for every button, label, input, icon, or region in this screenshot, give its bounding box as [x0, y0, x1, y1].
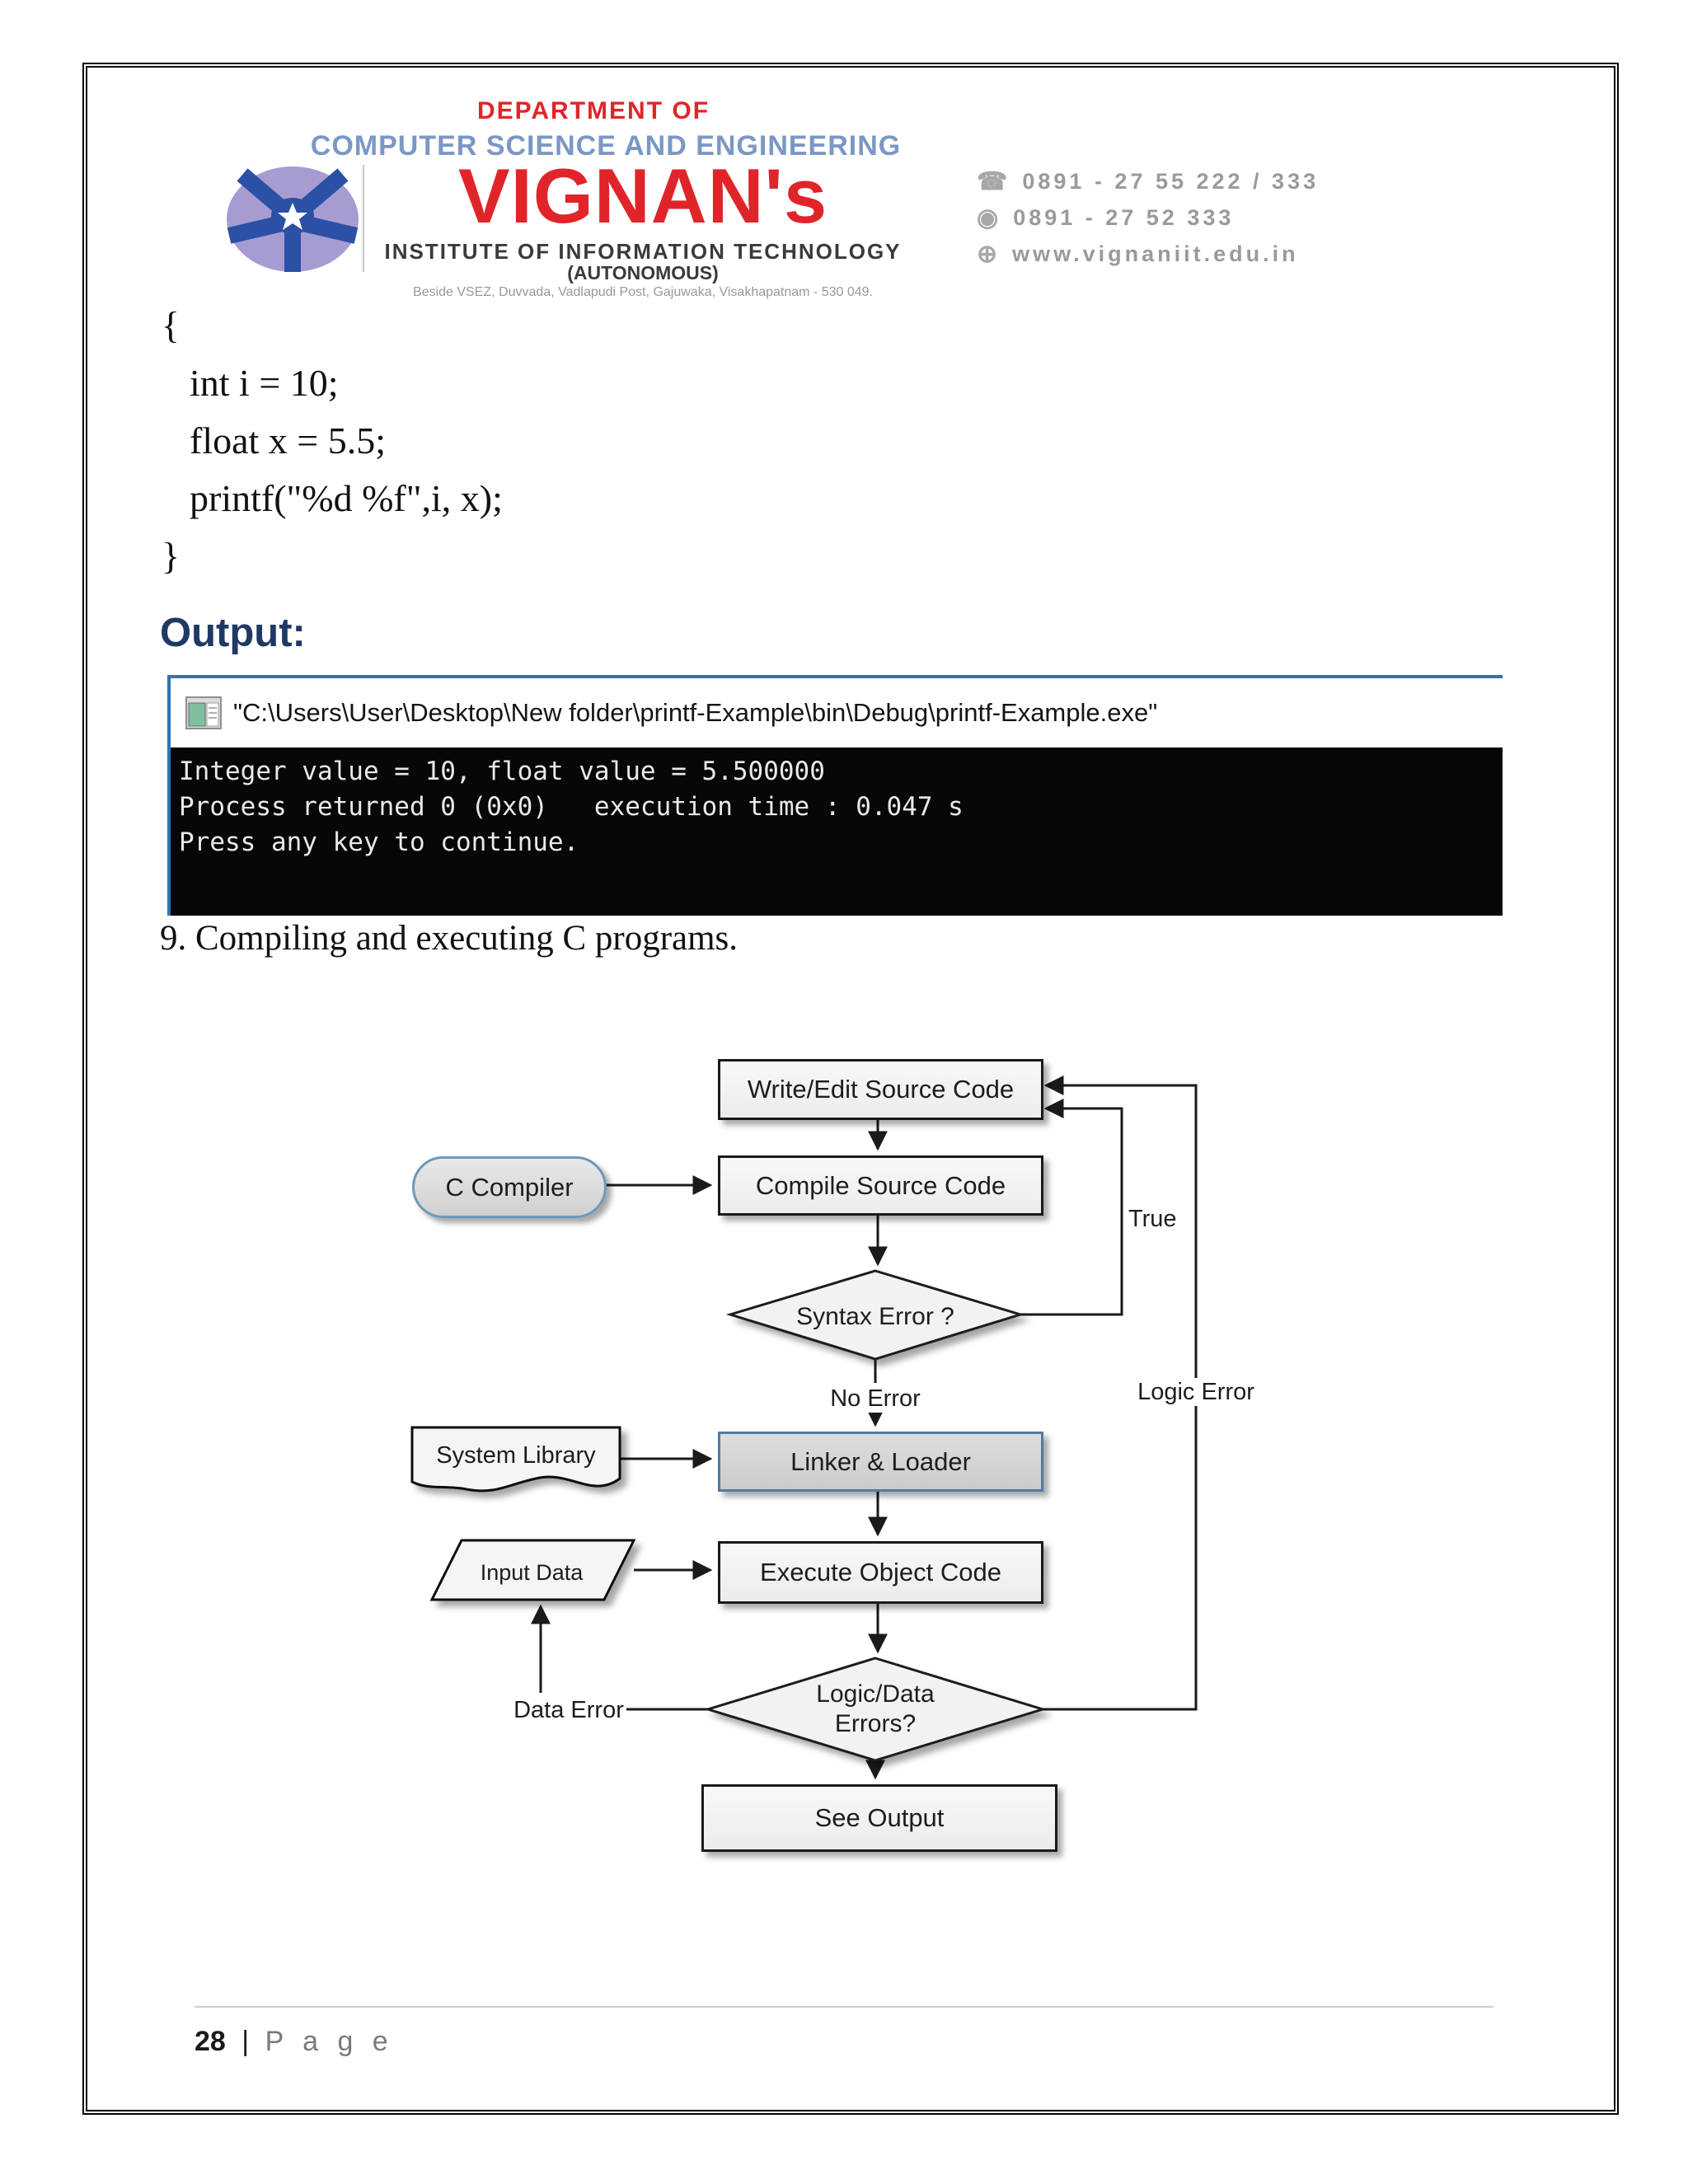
contact-phone1: 0891 - 27 55 222 / 333: [1022, 168, 1320, 194]
contact-phone2: 0891 - 27 52 333: [1013, 204, 1235, 230]
footer-page-number: 28: [195, 2026, 226, 2057]
footer-page-label: P a g e: [265, 2026, 394, 2057]
footer: 28 | P a g e: [195, 2026, 394, 2058]
edge-label-no-error: No Error: [814, 1385, 937, 1413]
flow-node-input-data-label: Input Data: [480, 1560, 584, 1585]
code-line: float x = 5.5;: [190, 419, 387, 462]
code-line: }: [162, 535, 181, 577]
console-title-bar: "C:\Users\User\Desktop\New folder\printf…: [167, 675, 1503, 748]
flow-node-label: Errors?: [834, 1710, 917, 1737]
edge-label-true: True: [1128, 1206, 1177, 1232]
flow-node-compile: Compile Source Code: [718, 1155, 1043, 1216]
institute-address: Beside VSEZ, Duvvada, Vadlapudi Post, Ga…: [413, 285, 873, 299]
flow-node-linker-loader: Linker & Loader: [718, 1432, 1043, 1492]
flow-node-label: See Output: [814, 1803, 945, 1832]
page-border: [82, 63, 1619, 2115]
console-title-text: "C:\Users\User\Desktop\New folder\printf…: [233, 698, 1158, 727]
flow-node-c-compiler: C Compiler: [412, 1156, 607, 1218]
logo-separator: [363, 165, 364, 272]
institute-subtitle: INSTITUTE OF INFORMATION TECHNOLOGY: [384, 239, 902, 264]
section-9-heading: 9. Compiling and executing C programs.: [160, 919, 738, 958]
flow-node-system-library-label: System Library: [436, 1442, 596, 1469]
flow-node-logic-data-label: Logic/Data Errors?: [752, 1680, 999, 1739]
console-line: Integer value = 10, float value = 5.5000…: [179, 757, 825, 786]
footer-rule: [195, 2006, 1493, 2008]
flow-node-label: C Compiler: [445, 1172, 574, 1202]
flow-node-see-output: See Output: [701, 1784, 1057, 1852]
institute-autonomous: (AUTONOMOUS): [567, 262, 719, 284]
edge-label-logic-error: Logic Error: [1128, 1378, 1264, 1406]
flow-node-label: Linker & Loader: [790, 1446, 971, 1476]
institute-logo: [227, 166, 359, 272]
code-block: { int i = 10; float x = 5.5; printf("%d …: [162, 297, 738, 585]
edge-label-data-error: Data Error: [511, 1696, 626, 1724]
console-output: Integer value = 10, float value = 5.5000…: [167, 748, 1503, 916]
flow-node-syntax-error-label: Syntax Error ?: [796, 1303, 954, 1330]
globe-icon: ⊕: [977, 240, 998, 268]
department-line1: DEPARTMENT OF: [476, 97, 710, 124]
contact-phone2-row: ◉ 0891 - 27 52 333: [977, 201, 1438, 234]
console-window: "C:\Users\User\Desktop\New folder\printf…: [167, 675, 1503, 916]
contact-website-row: ⊕ www.vignaniit.edu.in: [977, 237, 1438, 270]
fax-icon: ◉: [977, 204, 999, 232]
department-line2: COMPUTER SCIENCE AND ENGINEERING: [310, 130, 902, 162]
flow-node-label: Write/Edit Source Code: [747, 1075, 1015, 1104]
phone-icon: ☎: [977, 167, 1008, 195]
contact-website: www.vignaniit.edu.in: [1012, 241, 1299, 266]
flow-node-write-edit: Write/Edit Source Code: [718, 1059, 1043, 1120]
footer-separator: |: [241, 2026, 250, 2057]
code-line: printf("%d %f",i, x);: [190, 477, 503, 519]
contact-phone1-row: ☎ 0891 - 27 55 222 / 333: [977, 165, 1438, 198]
flow-node-label: Execute Object Code: [760, 1558, 1001, 1586]
console-line: Press any key to continue.: [179, 827, 579, 857]
code-line: {: [162, 304, 181, 346]
output-heading: Output:: [160, 611, 306, 655]
code-line: int i = 10;: [190, 362, 339, 404]
flow-node-label: Compile Source Code: [755, 1170, 1006, 1200]
institute-name: VIGNAN's: [457, 152, 828, 239]
console-app-icon: [185, 696, 222, 729]
console-line: Process returned 0 (0x0) execution time …: [179, 792, 964, 822]
flow-node-label: Logic/Data: [816, 1680, 935, 1708]
flow-node-execute: Execute Object Code: [718, 1541, 1043, 1604]
